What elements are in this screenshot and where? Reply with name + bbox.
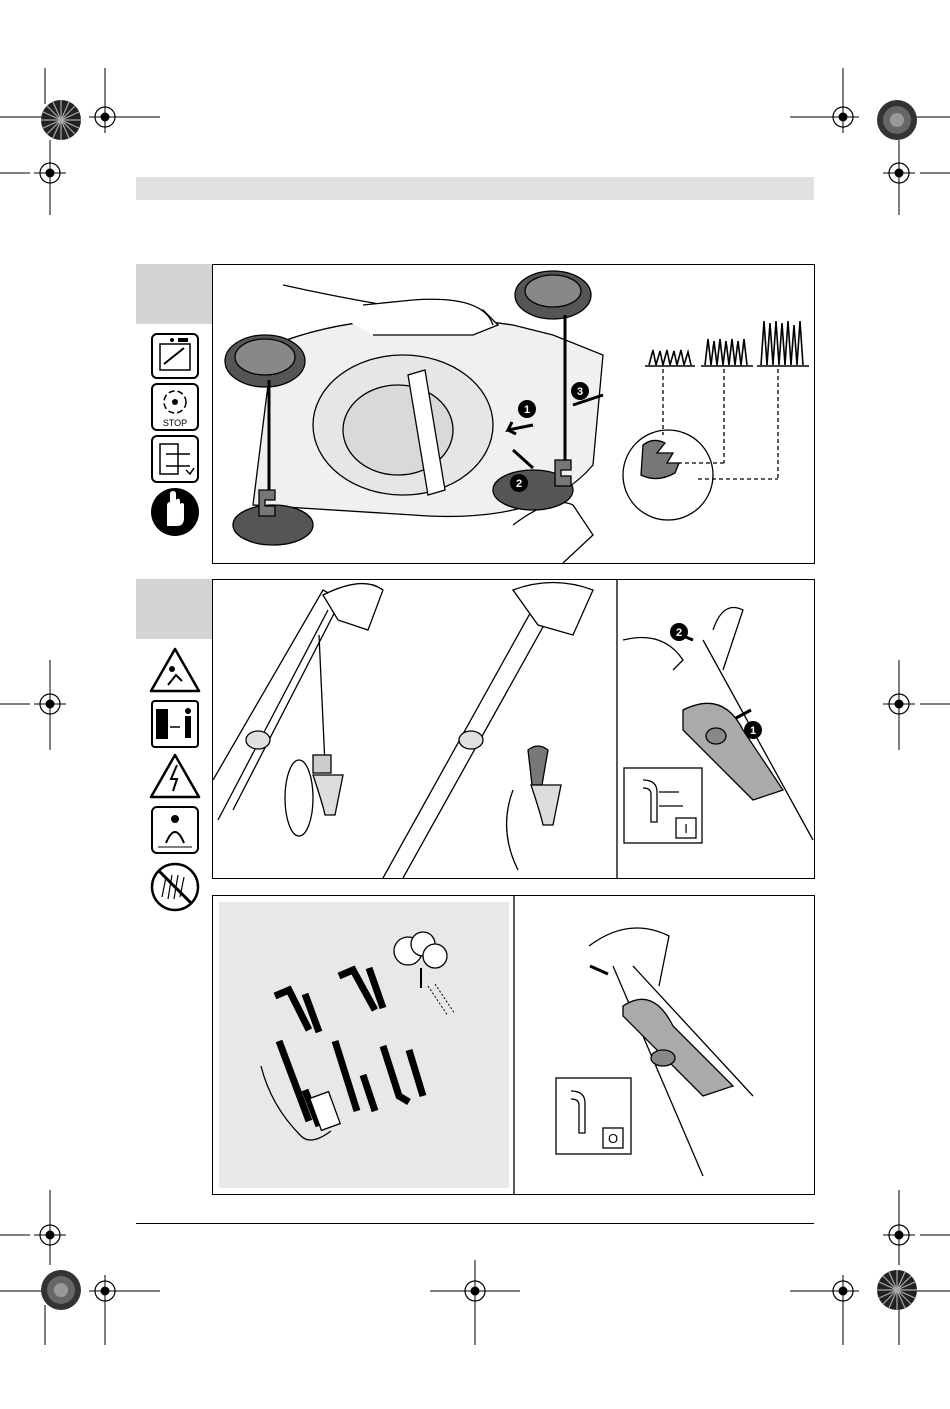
svg-text:1: 1	[524, 404, 530, 416]
keep-distance-icon	[152, 701, 198, 747]
step-1-badge: 1	[518, 400, 536, 418]
switch-off-symbol: I	[624, 768, 702, 843]
thrown-objects-warning-icon	[151, 649, 199, 691]
header-bar	[136, 177, 814, 200]
switch-off-label: I	[684, 821, 688, 836]
footer-rule	[136, 1223, 814, 1224]
no-rain-icon	[152, 864, 198, 910]
stop-rotating-blade-icon: STOP	[152, 384, 198, 430]
svg-text:2: 2	[516, 478, 522, 490]
svg-text:2: 2	[676, 627, 682, 639]
step-2-badge: 2	[510, 474, 528, 492]
safety-icons-group-2	[148, 645, 204, 915]
switch-on-label: O	[608, 1131, 618, 1146]
figure-cable-connection: 1 2 I	[212, 579, 815, 879]
section-tab-1	[136, 264, 212, 324]
safety-icons-group-1: STOP	[148, 330, 204, 540]
figure-height-adjustment: 1 2 3	[212, 264, 815, 564]
wear-gloves-icon	[151, 488, 199, 536]
keep-bystanders-away-icon	[152, 807, 198, 853]
fig2-step-2-badge: 2	[670, 623, 688, 641]
fig2-step-1-badge: 1	[744, 721, 762, 739]
svg-text:1: 1	[750, 725, 756, 737]
unplug-before-maintenance-icon	[152, 436, 198, 482]
section-tab-2	[136, 579, 212, 639]
electric-shock-warning-icon	[151, 755, 199, 797]
stop-label: STOP	[163, 418, 187, 428]
read-manual-icon	[152, 334, 198, 378]
switch-on-symbol: O	[556, 1078, 631, 1154]
figure-mowing-pattern: O	[212, 895, 815, 1195]
svg-text:3: 3	[577, 386, 583, 398]
step-3-badge: 3	[571, 382, 589, 400]
